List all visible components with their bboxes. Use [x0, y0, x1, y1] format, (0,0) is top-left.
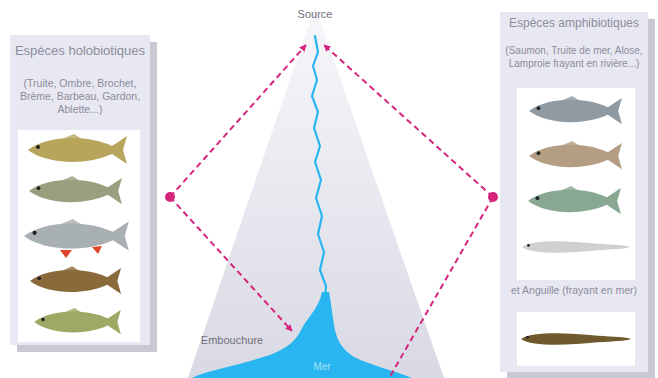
panel-heading: Espèces holobiotiques: [14, 43, 146, 58]
dashed-arrow: [170, 45, 306, 197]
dashed-arrow: [170, 197, 292, 331]
panel-heading: Espèces amphibiotiques: [504, 16, 644, 30]
image-panel: [18, 130, 140, 342]
panel-text: (Saumon, Truite de mer, Alose, Lamproie …: [504, 45, 644, 70]
panel-text: (Truite, Ombre, Brochet, Brème, Barbeau,…: [14, 77, 146, 116]
species-panel: Espèces amphibiotiques (Saumon, Truite de…: [500, 12, 648, 372]
pike-image: [34, 308, 121, 334]
basin-triangle: [188, 6, 444, 378]
anchor-dot: [488, 192, 498, 202]
species-panel: Espèces holobiotiques (Truite, Ombre, Bro…: [10, 35, 150, 345]
dashed-arrow: [324, 45, 493, 197]
red-fins: [60, 246, 102, 258]
image-panel: [517, 88, 635, 280]
migration-lines: [170, 45, 493, 378]
eel-image: [521, 333, 631, 345]
anchor-dot: [165, 192, 175, 202]
salmon-image: [529, 96, 622, 124]
lamprey-image: [522, 241, 630, 252]
place-label: Mer: [313, 361, 330, 372]
shad-image: [528, 186, 621, 214]
image-panel: [517, 312, 635, 366]
trout-image: [28, 134, 127, 164]
sea-trout-image: [529, 141, 622, 169]
dashed-line: [388, 197, 493, 378]
river-line: [312, 36, 326, 300]
grayling-image: [29, 176, 122, 204]
place-label: Embouchure: [201, 334, 263, 346]
estuary-sea: [192, 292, 412, 378]
place-label: Source: [298, 8, 333, 20]
bream-image: [30, 266, 121, 294]
roach-image: [24, 219, 129, 251]
panel-text: et Anguille (frayant en mer): [504, 284, 644, 297]
